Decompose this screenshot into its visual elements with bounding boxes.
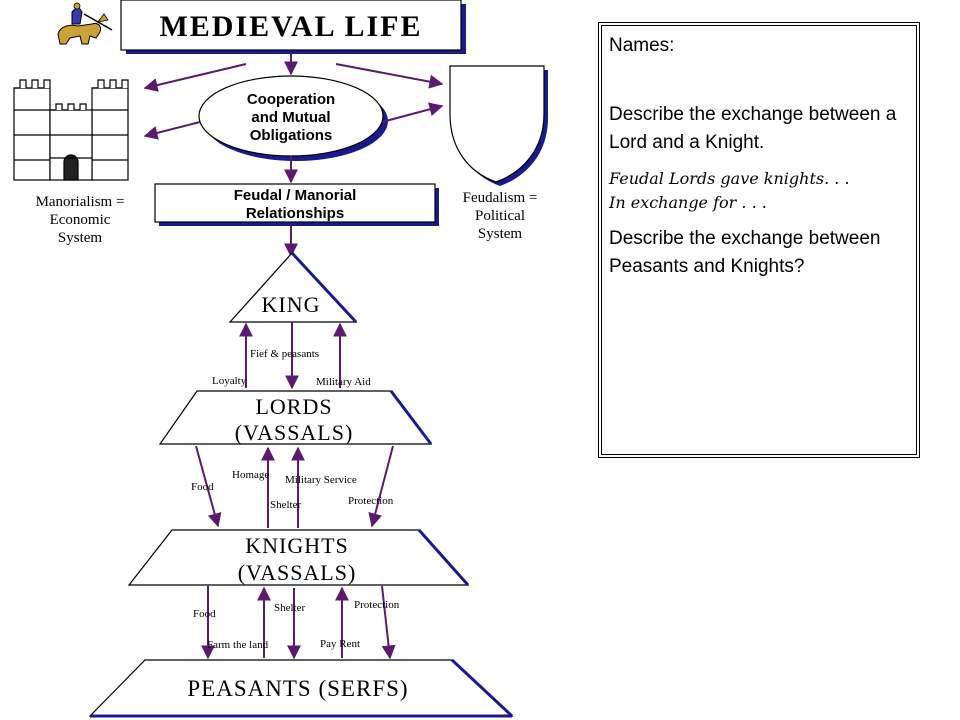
lords-knights-arrows: [195, 445, 394, 528]
lords-level: LORDS (VASSALS): [158, 390, 433, 445]
peasants-label: PEASANTS (SERFS): [187, 676, 408, 701]
worksheet-panel: Names: Describe the exchange between a L…: [598, 22, 920, 458]
label-shelter-2: Shelter: [274, 602, 305, 614]
hint-in-exchange: In exchange for . . .: [609, 193, 767, 212]
shield-icon: [449, 65, 548, 186]
feudalism-line-1: Feudalism =: [463, 190, 538, 206]
knights-label: KNIGHTS: [245, 533, 349, 558]
feudal-line-1: Feudal / Manorial: [234, 187, 357, 204]
center-line-1: Cooperation: [247, 91, 335, 108]
label-military-service: Military Service: [285, 474, 357, 486]
title-box: MEDIEVAL LIFE: [120, 0, 466, 54]
label-fief-peasants: Fief & peasants: [250, 348, 319, 360]
label-loyalty: Loyalty: [212, 375, 247, 387]
feudal-line-2: Relationships: [246, 205, 344, 222]
feudal-manorial-box: Feudal / Manorial Relationships: [154, 183, 439, 226]
feudalism-line-3: System: [478, 226, 523, 242]
label-protection-2: Protection: [354, 599, 400, 611]
feudalism-line-2: Political: [475, 208, 525, 224]
king-level: KING: [228, 251, 358, 324]
label-farm-land: Farm the land: [207, 639, 269, 651]
lords-vassals-label: (VASSALS): [235, 420, 354, 445]
knight-horse-icon: [57, 2, 113, 45]
peasants-level: PEASANTS (SERFS): [88, 658, 514, 718]
label-pay-rent: Pay Rent: [320, 638, 360, 650]
label-shelter-1: Shelter: [270, 499, 301, 511]
question-lord-knight: Describe the exchange between a Lord and…: [609, 104, 897, 153]
top-arrows: [143, 54, 444, 258]
cooperation-ellipse: Cooperation and Mutual Obligations: [198, 75, 388, 161]
label-food-2: Food: [193, 608, 216, 620]
king-lords-arrows: [239, 322, 347, 390]
manorialism-line-1: Manorialism =: [36, 194, 125, 210]
knights-level: KNIGHTS (VASSALS): [127, 529, 470, 586]
manorialism-line-3: System: [58, 230, 103, 246]
knights-vassals-label: (VASSALS): [238, 560, 357, 585]
label-homage: Homage: [232, 469, 269, 481]
label-military-aid: Military Aid: [316, 376, 371, 388]
label-food-1: Food: [191, 481, 214, 493]
names-label: Names:: [609, 35, 675, 56]
manorialism-line-2: Economic: [50, 212, 111, 228]
hint-feudal-lords: Feudal Lords gave knights. . .: [609, 169, 850, 188]
hint-lines: Feudal Lords gave knights. . . In exchan…: [609, 167, 909, 215]
king-label: KING: [262, 292, 321, 317]
center-line-2: and Mutual: [251, 109, 330, 126]
label-protection-1: Protection: [348, 495, 394, 507]
knights-peasants-arrows: [201, 585, 396, 660]
question-peasants-knights: Describe the exchange between Peasants a…: [609, 228, 881, 277]
lords-label: LORDS: [255, 394, 332, 419]
diagram-title: MEDIEVAL LIFE: [159, 10, 422, 43]
center-line-3: Obligations: [250, 127, 333, 144]
castle-icon: [13, 79, 129, 181]
feudal-diagram: MEDIEVAL LIFE Cooperation and Mutual Obl…: [13, 0, 548, 718]
